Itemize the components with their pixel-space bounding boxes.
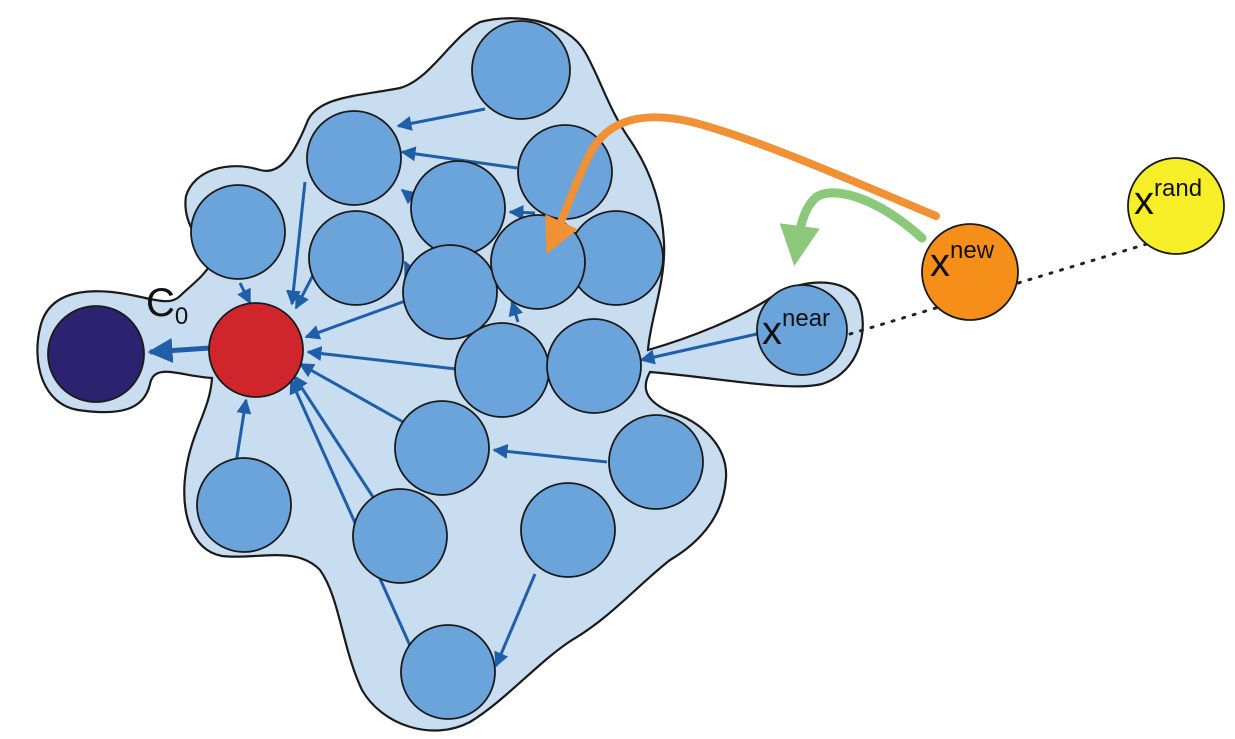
tree-node bbox=[410, 160, 506, 256]
tree-edges bbox=[147, 107, 758, 668]
tree-node bbox=[196, 457, 292, 553]
edge bbox=[492, 443, 608, 464]
tree-nodes bbox=[47, 20, 848, 720]
tree-node bbox=[490, 214, 586, 310]
tree-node bbox=[546, 318, 642, 414]
tree-node bbox=[306, 110, 402, 206]
orange-rewire-arrow bbox=[545, 113, 940, 255]
green-connect-arrow bbox=[779, 188, 927, 267]
edge bbox=[237, 282, 252, 305]
explored-region bbox=[36, 17, 864, 732]
tree-node bbox=[520, 482, 616, 578]
edge bbox=[292, 374, 377, 501]
edge bbox=[306, 346, 457, 371]
edge bbox=[639, 332, 758, 365]
edge-to-goal bbox=[147, 338, 211, 363]
x-new-node bbox=[921, 223, 1019, 321]
edge bbox=[285, 181, 307, 306]
x-near-node bbox=[756, 284, 848, 376]
edge bbox=[400, 188, 418, 205]
edge bbox=[234, 398, 252, 464]
tree-node bbox=[394, 400, 490, 496]
edge bbox=[396, 107, 486, 131]
label-x-new: xnew bbox=[930, 237, 995, 285]
root-node bbox=[208, 302, 304, 398]
tree-node bbox=[402, 244, 498, 340]
edge bbox=[289, 378, 414, 651]
tree-node bbox=[471, 20, 571, 120]
edge bbox=[494, 573, 537, 668]
goal-node bbox=[47, 305, 145, 403]
x-rand-node bbox=[1127, 157, 1225, 255]
tree-node bbox=[454, 322, 550, 418]
label-c0: C0 bbox=[146, 281, 188, 330]
label-x-rand: xrand bbox=[1134, 175, 1202, 223]
edge bbox=[304, 298, 409, 340]
tree-node bbox=[308, 210, 404, 306]
tree-node bbox=[352, 488, 448, 584]
edge bbox=[508, 205, 536, 221]
edge bbox=[400, 146, 518, 170]
tree-node bbox=[400, 624, 496, 720]
sampling-line bbox=[848, 238, 1162, 336]
tree-node bbox=[190, 184, 286, 280]
edge bbox=[508, 300, 524, 323]
edge bbox=[298, 362, 413, 429]
tree-node bbox=[608, 414, 704, 510]
label-x-near: xnear bbox=[762, 305, 830, 353]
